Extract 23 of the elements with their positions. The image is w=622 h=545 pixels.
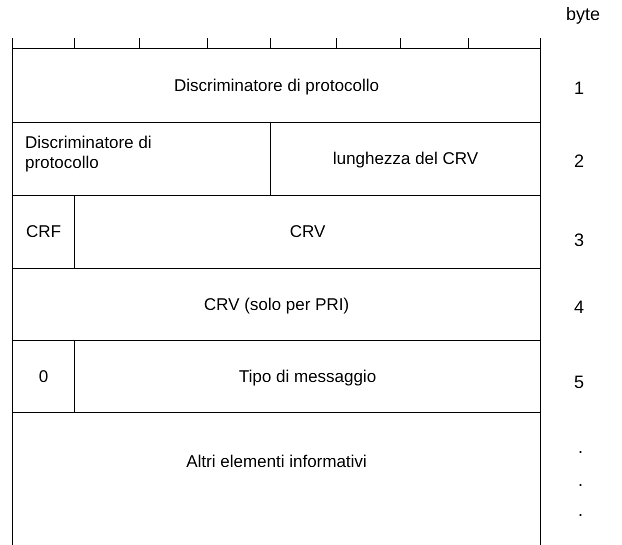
byte-number: 2 (574, 151, 584, 172)
field-label: Altri elementi informativi (186, 452, 367, 472)
field-label: CRF (26, 222, 61, 242)
field-label: Discriminatore di protocollo (25, 133, 153, 173)
packet-field (12, 412, 541, 545)
packet-field (12, 340, 75, 413)
byte-number: 1 (574, 78, 584, 99)
packet-field (12, 268, 541, 341)
field-label: CRV (solo per PRI) (204, 294, 350, 314)
field-label: Discriminatore di protocollo (174, 76, 380, 96)
continuation-dot: . (578, 437, 584, 458)
field-label: Tipo di messaggio (238, 366, 376, 386)
byte-number: 4 (574, 297, 584, 318)
byte-number: 3 (574, 230, 584, 251)
field-label: lunghezza del CRV (332, 149, 478, 169)
packet-field (74, 340, 541, 413)
packet-field (12, 48, 541, 123)
byte-number: 5 (574, 372, 584, 393)
field-label: 0 (38, 366, 48, 386)
continuation-dot: . (578, 500, 584, 521)
field-label: CRV (290, 222, 326, 242)
continuation-dot: . (578, 470, 584, 491)
unit-label: byte (566, 4, 600, 25)
